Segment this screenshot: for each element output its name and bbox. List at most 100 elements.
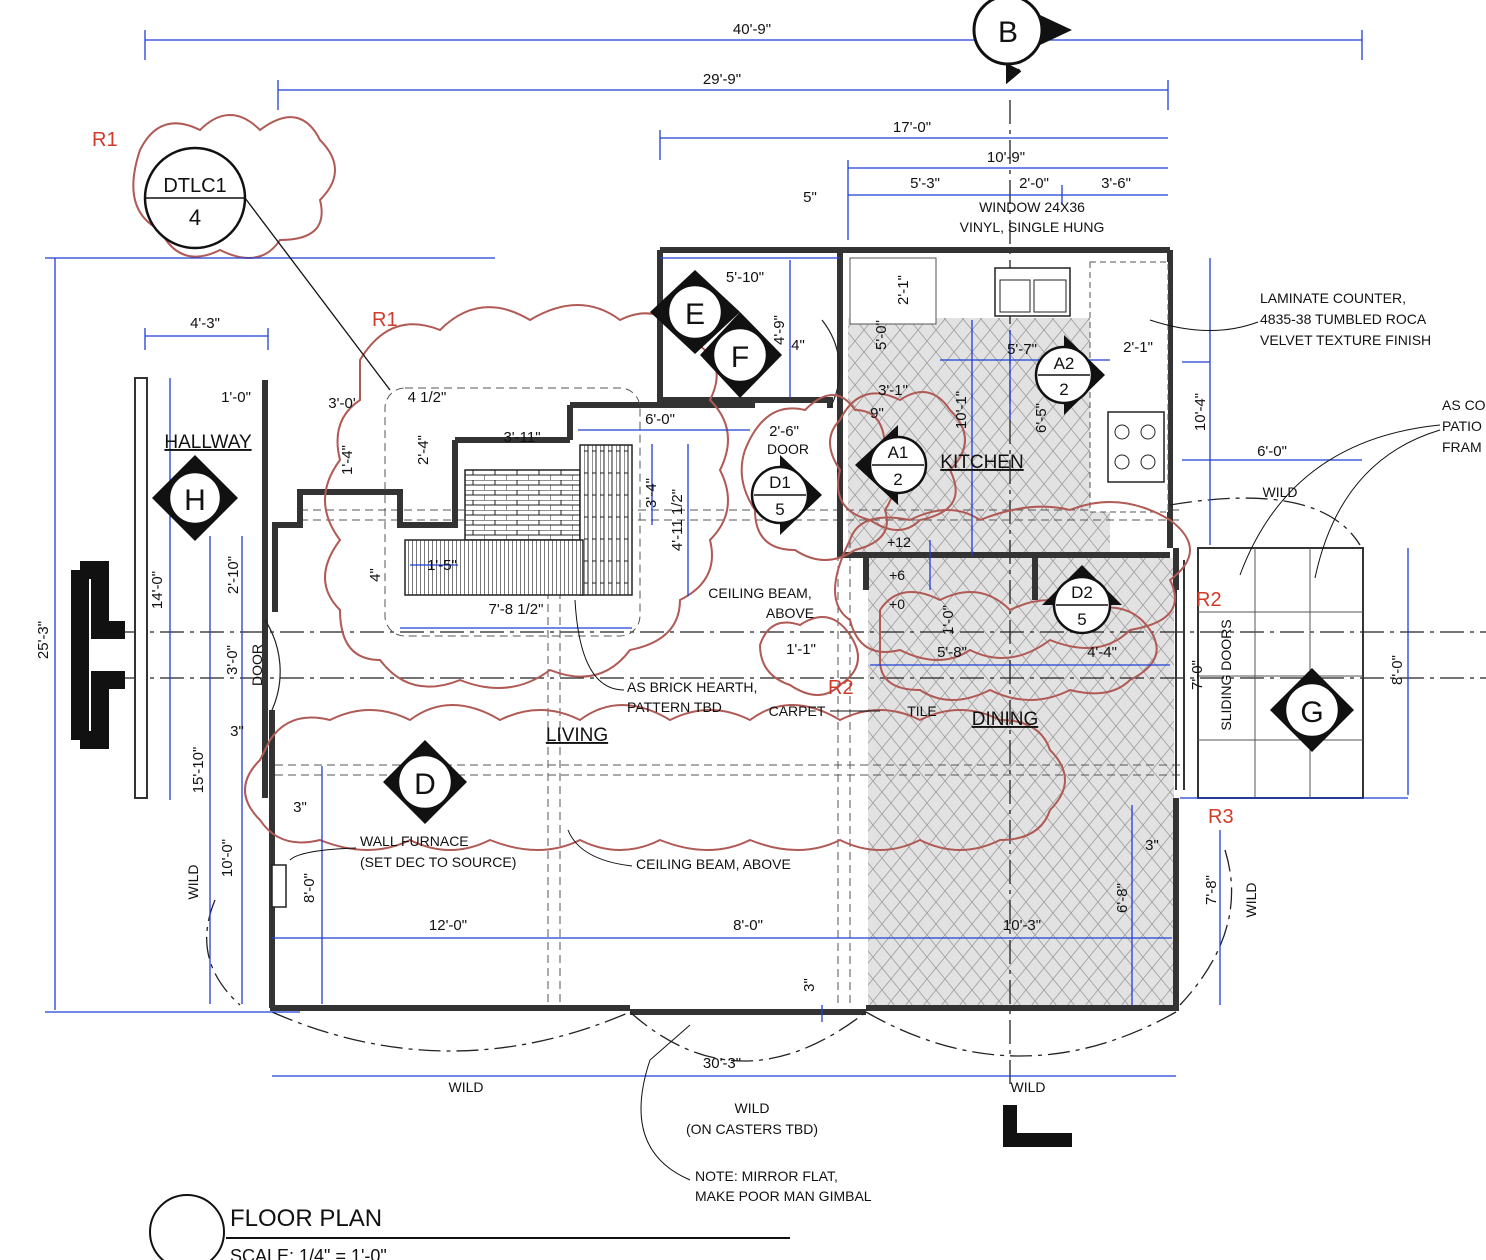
dim-ten-four: 10'-4" <box>1192 393 1209 431</box>
marker-f: F <box>700 312 782 398</box>
dim-eight-zero-b: 8'-0" <box>733 917 763 934</box>
note-counter-2: 4835-38 TUMBLED ROCA <box>1260 311 1427 327</box>
label-sliding-doors: SLIDING DOORS <box>1218 619 1234 730</box>
marker-e: E <box>650 270 740 354</box>
kitchen-upper <box>849 257 937 325</box>
kitchen-dining-wall <box>863 555 1038 600</box>
note-patio-3: FRAM <box>1442 439 1482 455</box>
rev-r2a: R2 <box>828 677 854 699</box>
dim-three-in-d: 3" <box>801 978 818 992</box>
title-scale: SCALE: 1/4" = 1'-0" <box>230 1246 387 1260</box>
dim-ten-three: 10'-3" <box>1003 917 1041 934</box>
rev-r3: R3 <box>1208 806 1234 828</box>
dim-six-zero-r: 6'-0" <box>1257 443 1287 460</box>
note-mirror-1: NOTE: MIRROR FLAT, <box>695 1168 838 1184</box>
dim-four-in-b: 4" <box>367 568 384 582</box>
note-furnace-2: (SET DEC TO SOURCE) <box>360 854 516 870</box>
room-kitchen: KITCHEN <box>940 452 1023 473</box>
dim-three-eleven: 3'-11" <box>503 429 540 446</box>
room-dining: DINING <box>972 709 1039 730</box>
camera-bar <box>1003 1105 1072 1147</box>
marker-f-label: F <box>731 341 749 374</box>
dim-two-ten: 2'-10" <box>225 556 242 594</box>
dim-kitchen-run: 17'-0" <box>893 119 931 136</box>
dim-ten-one: 10'-1" <box>953 391 970 429</box>
dim-one-five: 1'-5" <box>427 557 457 574</box>
marker-d-label: D <box>414 768 436 801</box>
hearth-bottom-brick <box>404 539 584 596</box>
rev-r1a: R1 <box>92 129 118 151</box>
marker-a2-top: A2 <box>1054 354 1075 373</box>
revision-clouds <box>132 114 1191 851</box>
marker-e-label: E <box>685 298 705 331</box>
label-carpet: CARPET <box>769 703 826 719</box>
dim-one-zero: 1'-0" <box>221 389 251 406</box>
room-hallway: HALLWAY <box>164 432 252 453</box>
dim-four-in: 4" <box>791 337 805 354</box>
marker-b-label: B <box>998 16 1018 49</box>
label-plus0: +0 <box>889 596 905 612</box>
label-plus6: +6 <box>889 567 905 583</box>
marker-a1-top: A1 <box>888 443 909 462</box>
dim-seven-eight-half: 7'-8 1/2" <box>489 601 544 618</box>
door-swing-hall <box>264 619 281 711</box>
label-wild-left: WILD <box>185 865 201 900</box>
dim-six-five: 6'-5" <box>1033 403 1050 433</box>
rev-r2b: R2 <box>1196 589 1222 611</box>
dim-six-zero: 6'-0" <box>645 411 675 428</box>
dim-four-nine: 4'-9" <box>771 315 788 345</box>
dim-one-one: 1'-1" <box>786 641 816 658</box>
note-casters-2: (ON CASTERS TBD) <box>686 1121 818 1137</box>
dim-three-zero-b: 3'-0" <box>224 645 241 675</box>
marker-d2-top: D2 <box>1071 583 1093 602</box>
note-window-1: WINDOW 24X36 <box>979 199 1085 215</box>
dim-one-zero-b: 1'-0" <box>940 605 957 635</box>
detail-callout-top: DTLC1 <box>163 175 226 197</box>
note-furnace-1: WALL FURNACE <box>360 833 469 849</box>
marker-d1: D1 5 <box>750 455 822 535</box>
label-wild-right-top: WILD <box>1263 484 1298 500</box>
kitchen-sink <box>994 267 1071 317</box>
title-circle <box>149 1194 225 1260</box>
marker-d2-bot: 5 <box>1077 610 1086 629</box>
dim-three-zero-a: 3'-0' <box>328 395 356 412</box>
interior-wall-kitchen <box>837 250 1170 558</box>
kitchen-stove <box>1107 411 1165 483</box>
marker-a2: A2 2 <box>1034 335 1105 415</box>
note-casters-1: WILD <box>735 1100 770 1116</box>
door-swing-kitchen <box>821 319 841 409</box>
dim-five-seven: 5'-7" <box>1007 341 1037 358</box>
dim-six-eight: 6'-8" <box>1114 883 1131 913</box>
marker-b: B <box>972 0 1072 85</box>
dim-k-mid: 2'-0" <box>1019 175 1049 192</box>
label-plus12: +12 <box>887 534 911 550</box>
dim-left-overall: 25'-3" <box>35 621 52 659</box>
sliding-door-track <box>1175 560 1185 790</box>
marker-a2-bot: 2 <box>1059 380 1068 399</box>
marker-d1-bot: 5 <box>775 500 784 519</box>
dim-hall-width: 4'-3" <box>190 315 220 332</box>
dining-tile-floor <box>868 558 1174 1008</box>
note-mirror-2: MAKE POOR MAN GIMBAL <box>695 1188 872 1204</box>
label-wild-right: WILD <box>1243 883 1259 918</box>
marker-a1: A1 2 <box>855 425 928 505</box>
dim-two-one: 2'-1" <box>895 275 912 305</box>
label-wild-bottom-right: WILD <box>1011 1079 1046 1095</box>
dimension-lines <box>45 30 1409 1077</box>
note-patio-2: PATIO <box>1442 418 1482 434</box>
label-tile: TILE <box>907 703 937 719</box>
entry-bars <box>71 561 125 749</box>
dim-nine-in: 9" <box>870 405 884 422</box>
wall-furnace <box>271 864 287 908</box>
dim-five-zero: 5'-0" <box>873 320 890 350</box>
dim-five-ten: 5'-10" <box>726 269 764 286</box>
note-counter-3: VELVET TEXTURE FINISH <box>1260 332 1431 348</box>
dim-four-four: 4'-4" <box>1087 644 1117 661</box>
hallway-wall <box>134 377 148 799</box>
dim-three-one: 3'-1" <box>878 382 908 399</box>
dim-eight-zero-l: 8'-0" <box>301 873 318 903</box>
dim-thirty-three: 30'-3" <box>703 1055 741 1072</box>
marker-a1-bot: 2 <box>893 470 902 489</box>
dim-hall-len: 14'-0" <box>149 571 166 609</box>
